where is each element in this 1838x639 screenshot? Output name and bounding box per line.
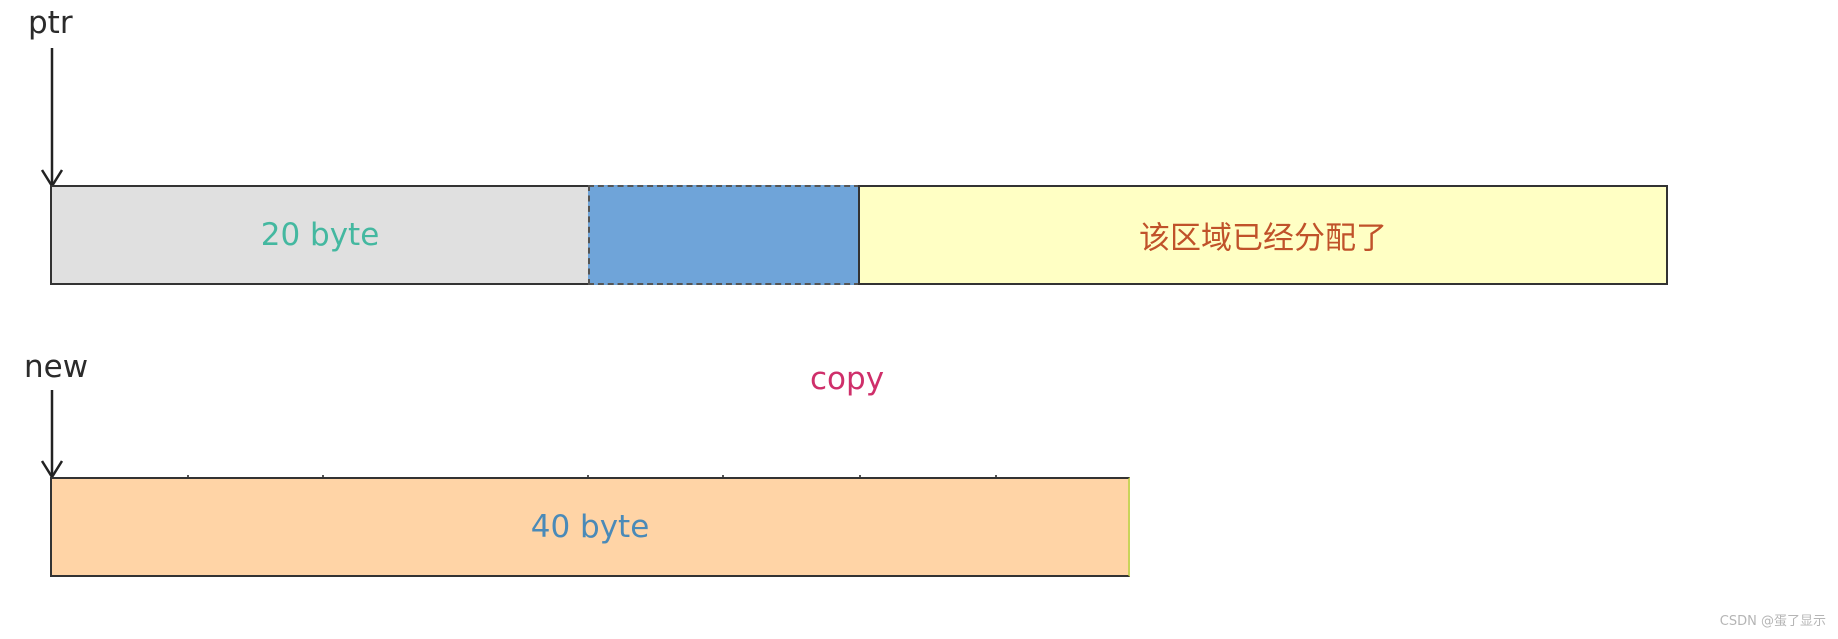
allocated-block-text: 该区域已经分配了 (1139, 220, 1387, 257)
new-block-size: 40 byte (530, 509, 650, 545)
ptr-block-size: 20 byte (260, 217, 380, 253)
ptr-label: ptr (28, 5, 73, 41)
new-memory-block: 40 byte (50, 477, 1130, 577)
extension-block (588, 185, 860, 285)
allocated-block: 该区域已经分配了 (858, 185, 1668, 285)
new-arrow (40, 390, 64, 480)
ptr-arrow (40, 48, 64, 189)
ptr-memory-block: 20 byte (50, 185, 590, 285)
copy-label: copy (810, 361, 885, 397)
watermark: CSDN @蛋了显示 (1719, 614, 1826, 629)
new-label: new (24, 349, 89, 385)
